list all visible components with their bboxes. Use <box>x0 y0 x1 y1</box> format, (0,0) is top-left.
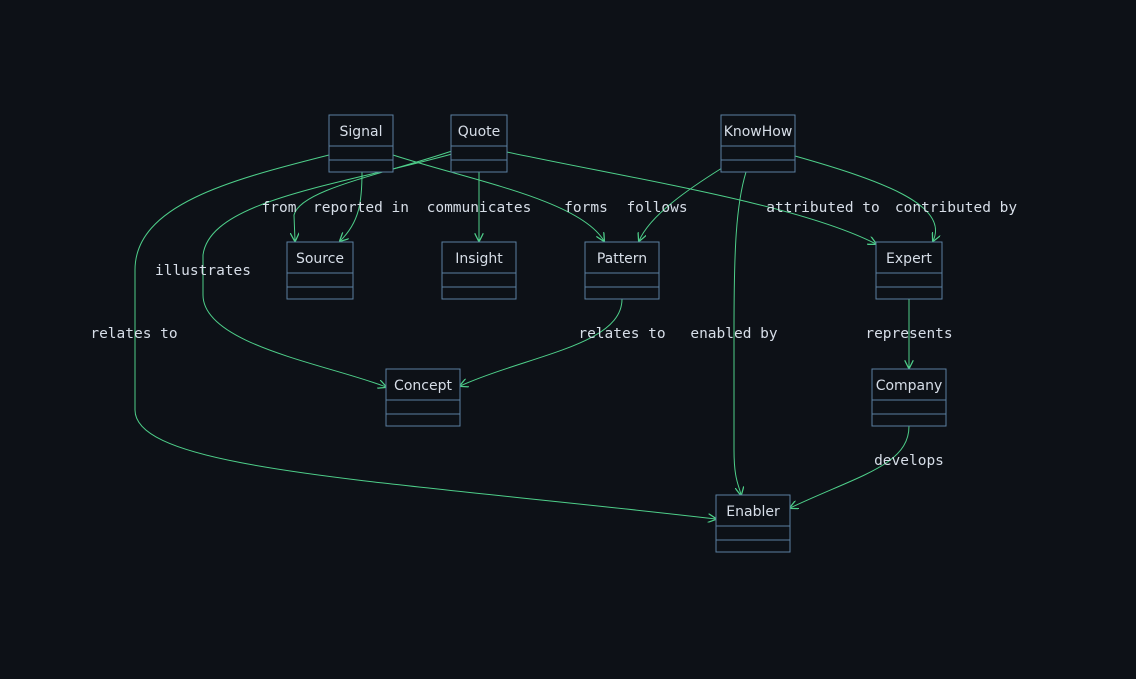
edge-labels: from reported in communicates forms foll… <box>90 200 1017 469</box>
class-title: Signal <box>339 124 382 140</box>
label-enabled-by: enabled by <box>690 326 778 342</box>
label-represents: represents <box>865 326 952 342</box>
label-contributed-by: contributed by <box>895 200 1017 216</box>
class-title: Insight <box>455 251 503 267</box>
class-company[interactable]: Company <box>871 368 947 427</box>
edge-signal-pattern <box>392 154 604 241</box>
edge-knowhow-enabler <box>733 171 747 495</box>
label-relates-to-signal: relates to <box>90 326 177 342</box>
edge-pattern-concept <box>460 298 623 386</box>
label-develops: develops <box>874 453 944 469</box>
class-title: Source <box>296 251 344 267</box>
class-title: Expert <box>886 251 932 267</box>
class-knowhow[interactable]: KnowHow <box>720 114 796 173</box>
class-expert[interactable]: Expert <box>875 241 943 300</box>
class-title: Quote <box>458 124 501 140</box>
label-follows: follows <box>626 200 687 216</box>
class-quote[interactable]: Quote <box>450 114 508 173</box>
class-title: Company <box>876 378 943 394</box>
label-forms: forms <box>564 200 608 216</box>
edge-company-enabler <box>790 425 910 508</box>
class-signal[interactable]: Signal <box>328 114 394 173</box>
class-title: Concept <box>394 378 452 394</box>
edge-knowhow-pattern <box>639 167 723 241</box>
label-from: from <box>262 200 297 216</box>
class-title: KnowHow <box>724 124 793 140</box>
label-relates-to-pattern: relates to <box>578 326 665 342</box>
edge-quote-concept <box>202 153 453 387</box>
edge-signal-source <box>340 171 363 241</box>
edge-quote-expert <box>506 151 876 244</box>
edge-signal-enabler <box>134 154 716 519</box>
label-illustrates: illustrates <box>155 263 251 279</box>
class-enabler[interactable]: Enabler <box>715 494 791 553</box>
edge-quote-source <box>294 150 453 241</box>
class-source[interactable]: Source <box>286 241 354 300</box>
edge-knowhow-expert <box>794 155 936 241</box>
class-title: Enabler <box>726 504 780 520</box>
class-title: Pattern <box>597 251 647 267</box>
label-communicates: communicates <box>427 200 532 216</box>
edges <box>134 150 936 519</box>
class-concept[interactable]: Concept <box>385 368 461 427</box>
label-attributed-to: attributed to <box>766 200 880 216</box>
label-reported-in: reported in <box>313 200 409 216</box>
class-insight[interactable]: Insight <box>441 241 517 300</box>
class-pattern[interactable]: Pattern <box>584 241 660 300</box>
